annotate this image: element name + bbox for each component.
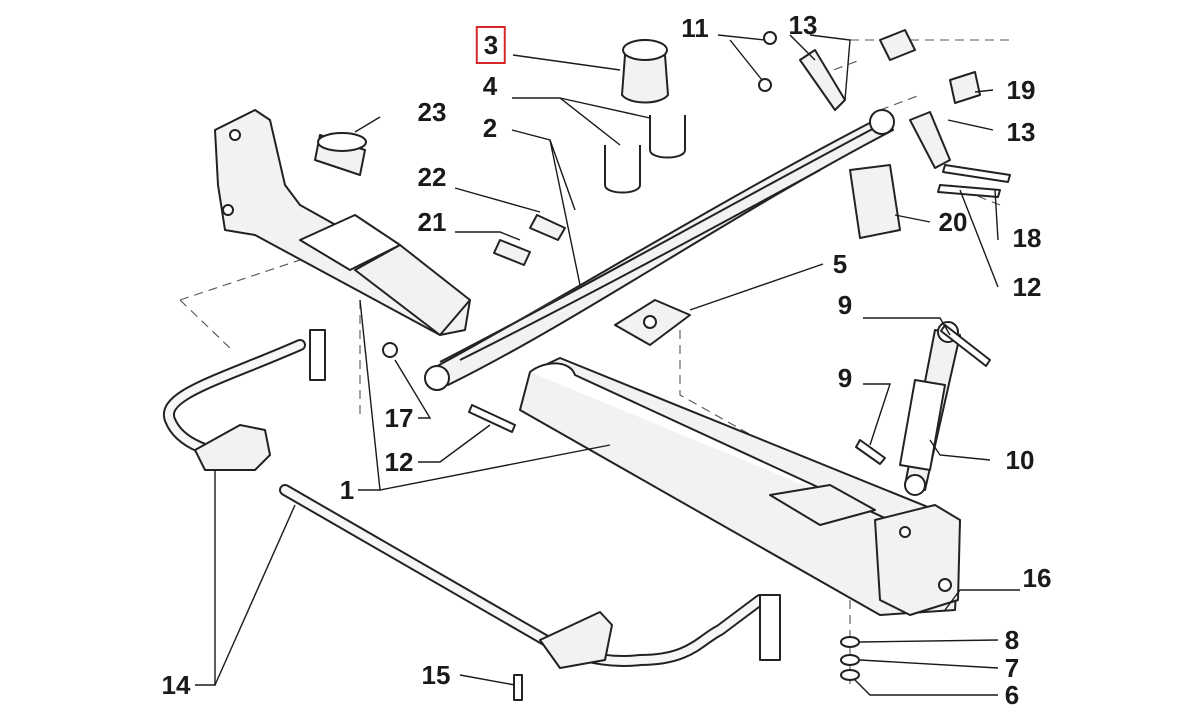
bump-stop xyxy=(621,39,669,104)
callout-2[interactable]: 2 xyxy=(482,113,498,143)
callout-21[interactable]: 21 xyxy=(417,207,447,237)
u-bolts xyxy=(604,115,686,194)
callout-22[interactable]: 22 xyxy=(417,162,447,192)
callout-9-top[interactable]: 9 xyxy=(837,290,853,320)
leader-lines xyxy=(195,34,1020,696)
callout-12-right[interactable]: 12 xyxy=(1012,272,1042,302)
callout-9-mid[interactable]: 9 xyxy=(837,363,853,393)
callout-4[interactable]: 4 xyxy=(482,71,498,101)
callout-17[interactable]: 17 xyxy=(384,403,414,433)
callout-8[interactable]: 8 xyxy=(1004,625,1020,655)
callout-13-top[interactable]: 13 xyxy=(788,10,818,40)
axle-beam xyxy=(519,357,961,616)
frame-bracket-left xyxy=(214,109,471,336)
leaf-spring xyxy=(424,109,895,391)
stabilizer-bar xyxy=(163,329,781,669)
kit-bag xyxy=(849,164,901,239)
callout-15[interactable]: 15 xyxy=(421,660,451,690)
bushings xyxy=(314,132,566,266)
spring-pad xyxy=(614,299,691,346)
callout-5[interactable]: 5 xyxy=(832,249,848,279)
shock-absorber xyxy=(899,321,961,496)
shackle-parts xyxy=(758,29,981,169)
fasteners xyxy=(382,164,1011,701)
callout-18[interactable]: 18 xyxy=(1012,223,1042,253)
callout-12-left[interactable]: 12 xyxy=(384,447,414,477)
callout-10[interactable]: 10 xyxy=(1005,445,1035,475)
callout-20[interactable]: 20 xyxy=(938,207,968,237)
callout-7[interactable]: 7 xyxy=(1004,653,1020,683)
callout-14[interactable]: 14 xyxy=(161,670,191,700)
callout-19[interactable]: 19 xyxy=(1006,75,1036,105)
callout-11[interactable]: 11 xyxy=(681,13,709,43)
callout-23[interactable]: 23 xyxy=(417,97,447,127)
callout-3-selected[interactable]: 3 xyxy=(475,26,507,64)
callout-1[interactable]: 1 xyxy=(339,475,355,505)
callout-13-right[interactable]: 13 xyxy=(1006,117,1036,147)
callout-16[interactable]: 16 xyxy=(1022,563,1052,593)
callout-6[interactable]: 6 xyxy=(1004,680,1020,710)
